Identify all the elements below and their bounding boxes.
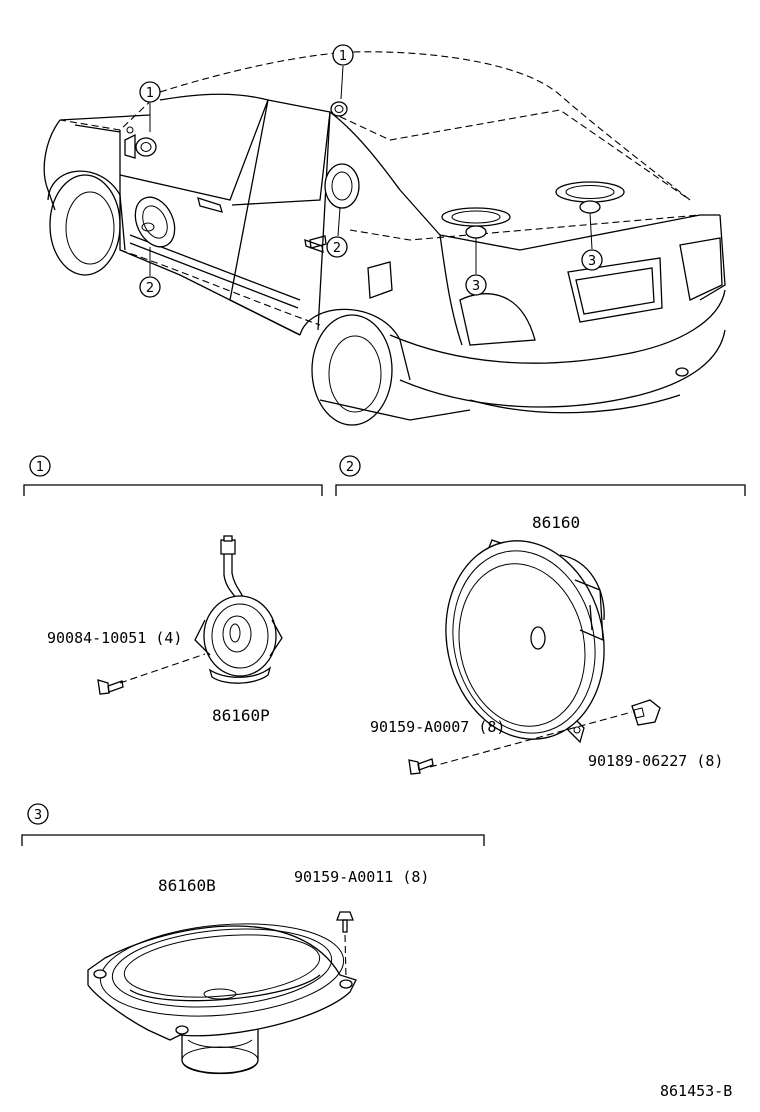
screw-90159-A0007-drawing — [408, 711, 633, 775]
screw-90159-A0011-drawing — [336, 911, 354, 979]
section-3-bracket — [21, 834, 485, 846]
callout-3-left-shelf: 3 — [465, 274, 487, 296]
screw-90159-A0007-label: 90159-A0007 (8) — [370, 718, 505, 736]
section-2: 2 86160 9 — [335, 455, 746, 775]
callout-3-right-shelf: 3 — [581, 249, 603, 271]
svg-text:3: 3 — [588, 254, 596, 269]
car-illustration — [43, 51, 726, 426]
part-86160P-label: 86160P — [212, 706, 270, 725]
section-1: 1 90084-10051 (4) 86160P — [23, 455, 323, 725]
svg-text:2: 2 — [333, 241, 341, 256]
part-86160B-label: 86160B — [158, 876, 216, 895]
callout-2-front-door: 2 — [139, 276, 161, 298]
nut-90189-06227-drawing — [631, 699, 661, 726]
speaker-86160-drawing — [445, 539, 605, 744]
diagram-id: 861453-B — [660, 1082, 732, 1100]
svg-text:1: 1 — [339, 49, 347, 64]
callout-1-rear-tweeter: 1 — [332, 44, 354, 66]
screw-90084-10051-drawing — [97, 653, 206, 695]
section-2-bracket — [335, 484, 746, 496]
tweeter-86160P-drawing — [194, 535, 283, 684]
svg-text:3: 3 — [472, 279, 480, 294]
section-1-number: 1 — [29, 455, 51, 477]
svg-text:1: 1 — [146, 86, 154, 101]
section-3-number: 3 — [27, 803, 49, 825]
svg-text:3: 3 — [34, 808, 42, 823]
callout-1-front-tweeter: 1 — [139, 81, 161, 103]
part-86160-label: 86160 — [532, 513, 580, 532]
screw-90084-10051-label: 90084-10051 (4) — [47, 629, 182, 647]
nut-90189-06227-label: 90189-06227 (8) — [588, 752, 723, 770]
svg-text:2: 2 — [346, 460, 354, 475]
screw-90159-A0011-label: 90159-A0011 (8) — [294, 868, 429, 886]
svg-text:1: 1 — [36, 460, 44, 475]
callout-2-rear-door: 2 — [326, 236, 348, 258]
svg-text:2: 2 — [146, 281, 154, 296]
section-1-bracket — [23, 484, 323, 496]
section-3: 3 86160B 90159-A0011 (8) — [21, 803, 485, 1075]
section-2-number: 2 — [339, 455, 361, 477]
speaker-86160B-drawing — [87, 923, 357, 1075]
